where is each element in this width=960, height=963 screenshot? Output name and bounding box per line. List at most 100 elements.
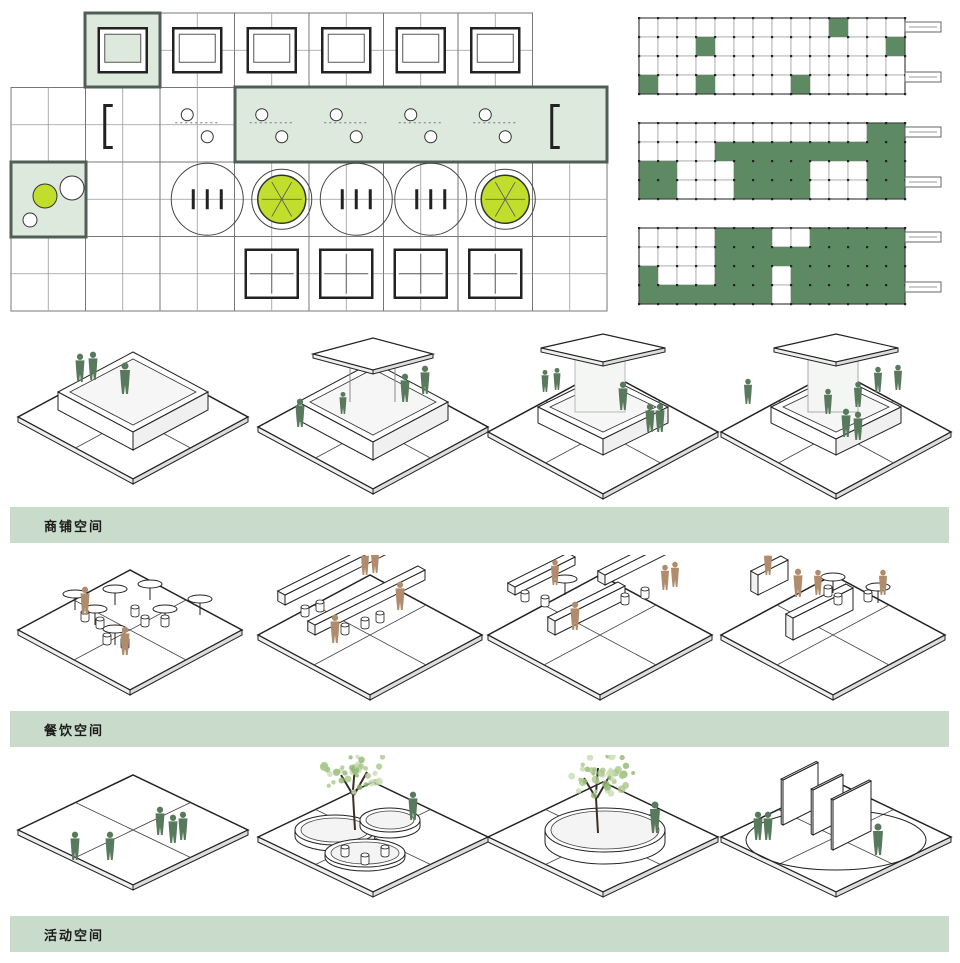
floor-column — [638, 198, 640, 200]
floor-column — [752, 93, 754, 95]
floor-column — [866, 160, 868, 162]
floor-cell — [639, 56, 658, 75]
floor-cell — [658, 247, 677, 266]
plan-bench — [355, 189, 358, 209]
floor-column — [866, 141, 868, 143]
floor-column — [714, 36, 716, 38]
person-head — [672, 562, 678, 568]
floor-column — [885, 160, 887, 162]
box-face — [781, 779, 783, 825]
floor-cell — [829, 180, 848, 199]
table-top — [153, 605, 177, 613]
person-head — [875, 367, 881, 373]
floor-cell — [677, 247, 696, 266]
table-top — [103, 585, 127, 593]
floor-column — [638, 17, 640, 19]
canopy-roof — [774, 334, 898, 362]
floor-column — [638, 227, 640, 229]
floor-cell — [810, 123, 829, 142]
floor-column — [809, 93, 811, 95]
person-figure — [371, 555, 379, 573]
floor-cell — [829, 56, 848, 75]
tree-leaf — [578, 777, 582, 781]
plan-tree — [33, 184, 57, 208]
floor-column — [752, 74, 754, 76]
activity-axo-4 — [718, 755, 958, 910]
floor-column — [885, 198, 887, 200]
floor-column — [771, 55, 773, 57]
floor-cell — [715, 18, 734, 37]
floor-column — [904, 122, 906, 124]
floor-column — [809, 141, 811, 143]
person-head — [72, 832, 78, 838]
floor-cell — [772, 18, 791, 37]
table-top — [821, 573, 845, 581]
floor-cell — [791, 18, 810, 37]
tree-leaf — [331, 780, 335, 784]
floor-cell — [848, 56, 867, 75]
person-body — [744, 385, 752, 404]
dining-axo-3 — [485, 555, 725, 705]
person-body — [874, 373, 882, 392]
floor-cell — [810, 37, 829, 56]
table-top — [138, 580, 162, 588]
tree-leaf — [581, 763, 585, 767]
floor-column — [752, 141, 754, 143]
floor-column — [790, 160, 792, 162]
plan-table — [256, 109, 268, 121]
floor-column — [828, 265, 830, 267]
stool-top — [521, 590, 529, 594]
floor-column — [676, 74, 678, 76]
floor-column — [714, 160, 716, 162]
floor-column — [714, 179, 716, 181]
tree-leaf — [580, 766, 585, 771]
floor-column — [695, 74, 697, 76]
floor-cell — [639, 18, 658, 37]
floor-cell — [734, 37, 753, 56]
stool-top — [161, 615, 169, 619]
floor-column — [885, 74, 887, 76]
floor-column — [866, 55, 868, 57]
floor-column — [676, 179, 678, 181]
floor-cell — [810, 180, 829, 199]
floor-cell — [658, 18, 677, 37]
floor-cell — [696, 18, 715, 37]
person-head — [341, 392, 346, 397]
floor-column — [809, 246, 811, 248]
floor-column — [904, 198, 906, 200]
floor-column — [809, 265, 811, 267]
person-head — [825, 389, 831, 395]
tree-leaf — [623, 763, 629, 769]
plan-kiosk-inner — [254, 34, 290, 62]
plan-kiosk-inner — [179, 34, 215, 62]
floor-column — [866, 179, 868, 181]
person-head — [122, 627, 128, 633]
floor-column — [771, 36, 773, 38]
floor-green-zone — [696, 75, 715, 94]
floor-column — [752, 227, 754, 229]
tree-leaf — [351, 789, 356, 794]
tree-leaf — [593, 789, 597, 793]
stool-top — [103, 633, 111, 637]
floor-cell — [677, 266, 696, 285]
floor-column — [904, 36, 906, 38]
plan-kiosk-inner — [403, 34, 439, 62]
floor-column — [733, 179, 735, 181]
plan-table — [181, 109, 193, 121]
floor-cell — [772, 123, 791, 142]
floor-column — [733, 17, 735, 19]
person-head — [855, 382, 861, 388]
table-top — [866, 583, 890, 591]
floor-column — [752, 303, 754, 305]
floor-column — [752, 179, 754, 181]
tree-leaf — [608, 790, 615, 797]
floor-column — [733, 227, 735, 229]
stool-top — [621, 593, 629, 597]
plan-table — [276, 131, 288, 143]
floor-column — [847, 55, 849, 57]
person-body — [542, 375, 549, 392]
floor-column — [847, 160, 849, 162]
floor-column — [695, 265, 697, 267]
floor-cell — [791, 123, 810, 142]
tree-leaf — [333, 769, 340, 776]
